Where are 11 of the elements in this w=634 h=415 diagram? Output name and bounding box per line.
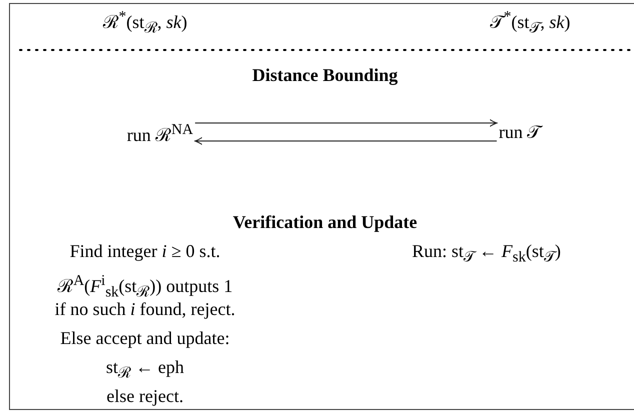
party-heading: 𝒯$^{*}$(st$_{𝒯}$, sk)	[490, 8, 570, 39]
party-action-text: run ℛ$^{NA}$	[126, 120, 194, 146]
step-text: Find integer i ≥ 0 s.t.	[70, 240, 220, 262]
party-action-text: run 𝒯	[498, 121, 542, 143]
step-text: st$_{ℛ}$ ← eph	[106, 356, 184, 384]
phase-heading: Distance Bounding	[252, 64, 398, 86]
step-text: Run: st$_{𝒯}$ ← F$_{sk}$(st$_{𝒯}$)	[412, 240, 561, 268]
step-text: Else accept and update:	[60, 327, 230, 349]
phase-heading: Verification and Update	[232, 211, 418, 233]
step-text: else reject.	[106, 385, 184, 407]
party-heading: ℛ$^{*}$(st$_{ℛ}$, sk)	[102, 8, 188, 39]
